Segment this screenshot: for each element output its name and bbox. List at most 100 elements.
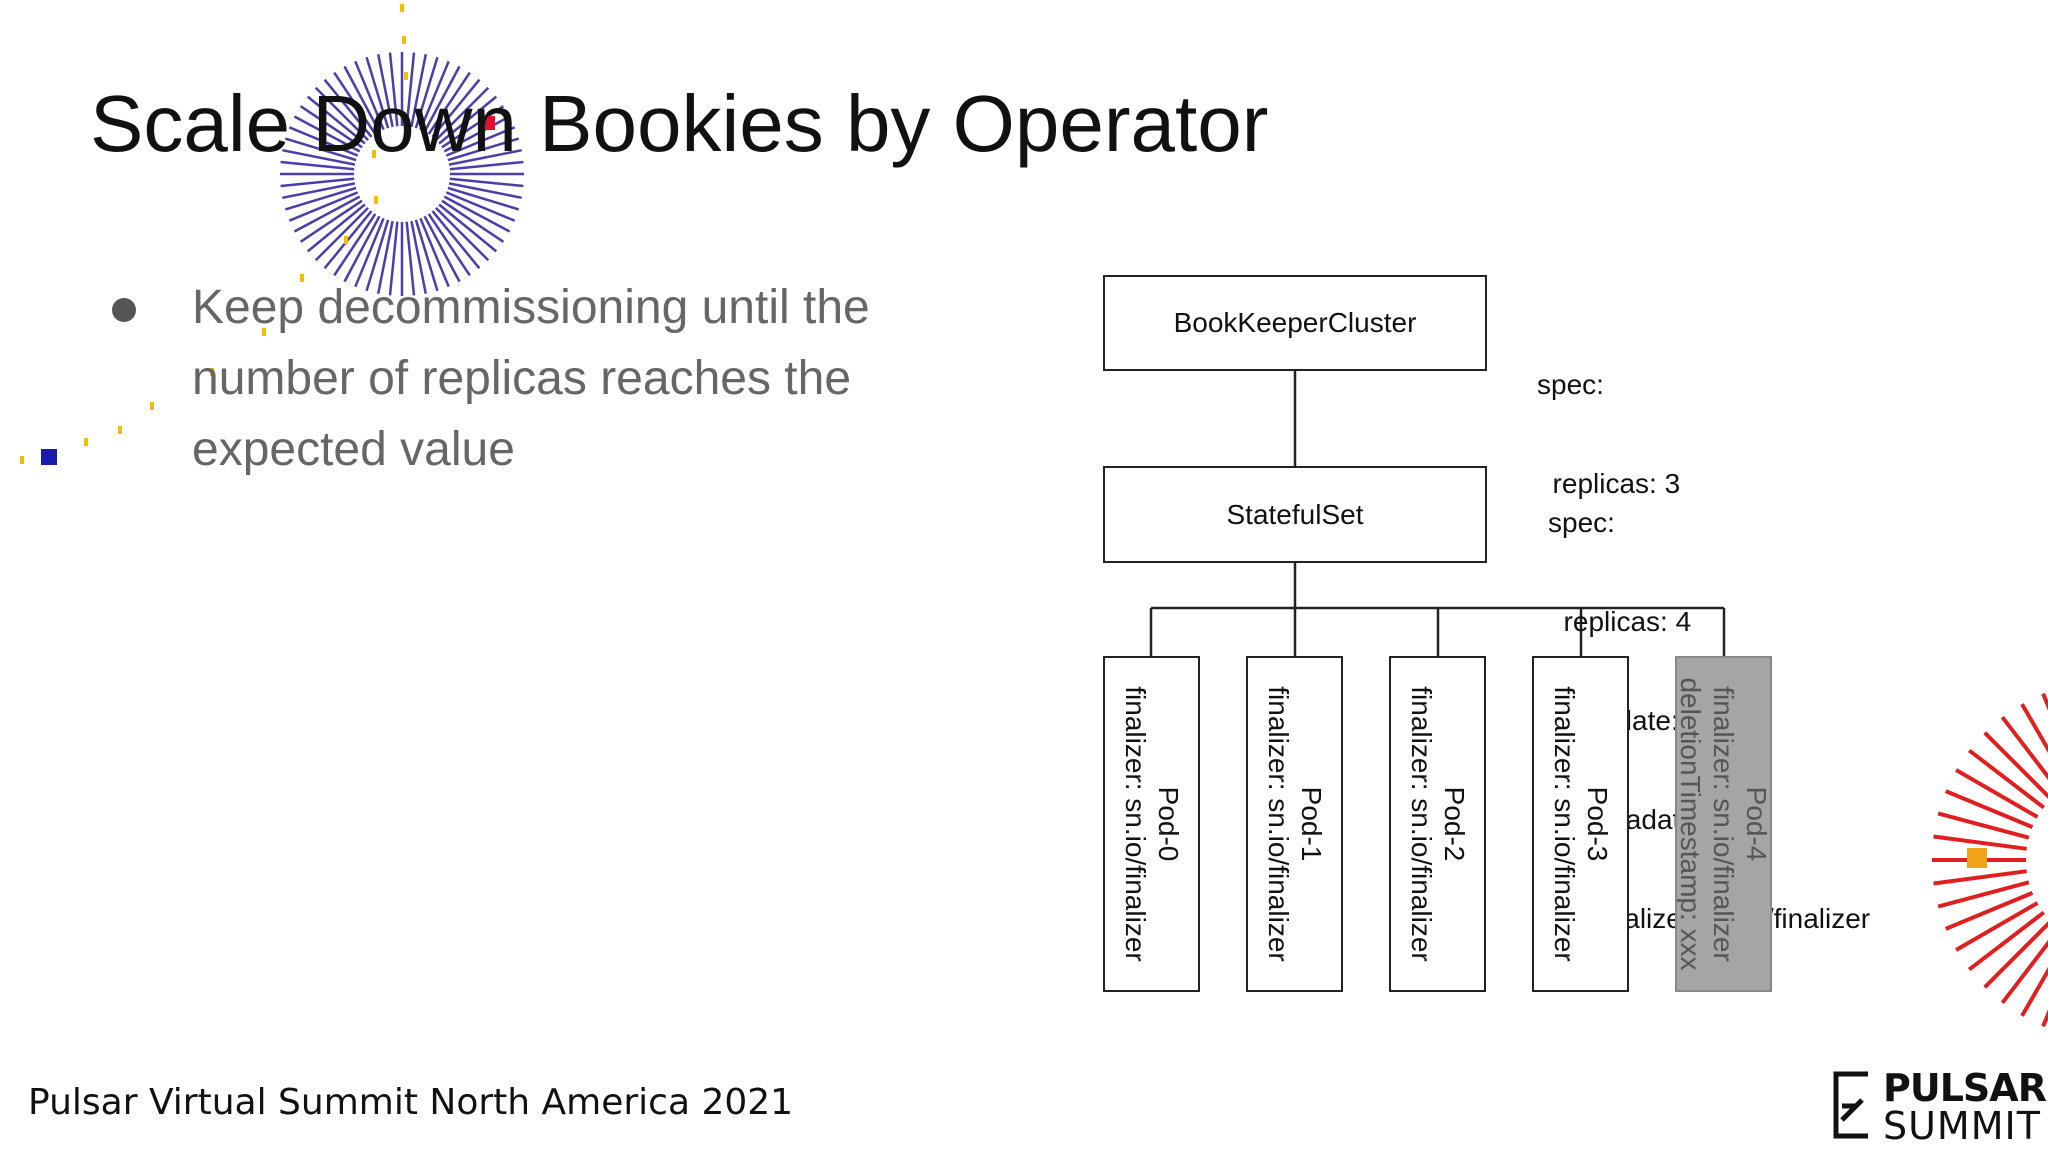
yellow-dot	[300, 274, 304, 282]
pod-name: Pod-3	[1581, 786, 1613, 862]
red-ray	[1937, 880, 2030, 909]
blue-ray	[376, 220, 394, 294]
red-ray	[1933, 834, 2027, 851]
blue-ray	[365, 219, 390, 292]
pod-name: Pod-4	[1741, 786, 1772, 862]
cluster-spec-line: replicas: 3	[1537, 468, 1681, 499]
blue-ray	[280, 177, 355, 188]
blue-ray	[388, 52, 399, 127]
blue-ray	[343, 215, 381, 283]
yellow-dot	[400, 110, 404, 118]
blue-ray	[333, 213, 377, 277]
blue-ray	[343, 65, 381, 133]
red-square-marker	[481, 116, 495, 130]
blue-ray	[405, 221, 416, 296]
blue-ray	[441, 199, 505, 243]
logo-text-pulsar: PULSAR	[1883, 1066, 2047, 1110]
blue-ray	[447, 186, 520, 211]
blue-ray	[354, 60, 385, 131]
pod-box: Pod-3 finalizer: sn.io/finalizer	[1532, 656, 1629, 992]
footer-text: Pulsar Virtual Summit North America 2021	[28, 1082, 794, 1123]
blue-ray-burst	[280, 52, 524, 296]
blue-ray	[443, 115, 511, 153]
statefulset-label: StatefulSet	[1226, 498, 1364, 530]
blue-ray	[449, 160, 524, 171]
blue-ray	[282, 182, 356, 200]
statefulset-spec-line: replicas: 4	[1548, 606, 1692, 637]
yellow-dot	[372, 150, 376, 158]
blue-ray	[282, 148, 356, 166]
blue-ray	[365, 56, 390, 129]
blue-ray	[333, 71, 377, 135]
blue-ray	[284, 137, 357, 162]
blue-ray	[414, 219, 439, 292]
blue-ray	[449, 177, 524, 188]
red-ray	[2020, 703, 2048, 754]
yellow-dot-trail	[20, 4, 408, 464]
blue-ray	[284, 186, 357, 211]
bookkeepercluster-label: BookKeeperCluster	[1173, 307, 1417, 338]
yellow-dot	[374, 196, 378, 204]
blue-ray	[405, 52, 416, 127]
blue-ray	[410, 54, 428, 128]
blue-ray	[431, 78, 481, 138]
blue-ray	[288, 191, 359, 222]
red-ray	[1944, 789, 2034, 829]
yellow-dot	[402, 36, 406, 44]
blue-ray	[354, 217, 385, 288]
blue-ray	[419, 217, 450, 288]
blue-ray	[306, 203, 366, 253]
pod-box: Pod-1 finalizer: sn.io/finalizer	[1246, 656, 1343, 992]
red-ray	[2000, 940, 2048, 1005]
blue-ray	[435, 86, 490, 141]
yellow-dot	[210, 368, 214, 376]
blue-ray	[323, 210, 373, 270]
blue-ray	[414, 56, 439, 129]
yellow-dot	[400, 4, 404, 12]
statefulset-spec-line: spec:	[1548, 507, 1615, 538]
slide-title: Scale Down Bookies by Operator	[90, 79, 1269, 168]
red-ray	[1967, 748, 2046, 810]
pod-deletion-timestamp: deletionTimestamp: xxx	[1675, 677, 1706, 971]
pod-finalizer: finalizer: sn.io/finalizer	[1119, 686, 1151, 962]
blue-ray	[423, 215, 461, 283]
pod-finalizer: finalizer: sn.io/finalizer	[1708, 686, 1739, 962]
red-ray	[1944, 891, 2034, 931]
red-ray	[1955, 901, 2039, 952]
red-ray	[1983, 731, 2048, 799]
cluster-spec: spec: replicas: 3	[1537, 302, 1680, 533]
blue-ray	[435, 207, 490, 262]
yellow-dot	[150, 402, 154, 410]
bullet-text: Keep decommissioning until the number of…	[192, 281, 870, 476]
red-ray	[1967, 910, 2046, 972]
pod-finalizer: finalizer: sn.io/finalizer	[1262, 686, 1294, 962]
pod-name: Pod-1	[1295, 786, 1327, 862]
orange-square-marker	[1967, 848, 1987, 868]
blue-ray	[441, 105, 505, 149]
red-ray	[1983, 921, 2048, 989]
blue-ray	[288, 126, 359, 157]
red-ray	[1933, 869, 2027, 886]
statefulset-box: StatefulSet	[1103, 466, 1487, 563]
blue-ray	[448, 182, 522, 200]
blue-ray	[280, 160, 355, 171]
yellow-dot	[344, 236, 348, 244]
pod-finalizer: finalizer: sn.io/finalizer	[1548, 686, 1580, 962]
pod-finalizer: finalizer: sn.io/finalizer	[1405, 686, 1437, 962]
blue-ray	[438, 203, 498, 253]
blue-ray	[427, 213, 471, 277]
yellow-dot	[118, 426, 122, 434]
yellow-dot	[404, 72, 408, 80]
pod-box: Pod-0 finalizer: sn.io/finalizer	[1103, 656, 1200, 992]
pulsar-summit-logo-icon	[1833, 1071, 1868, 1139]
blue-square-marker	[41, 449, 57, 465]
blue-ray	[376, 54, 394, 128]
bookkeepercluster-box: BookKeeperCluster	[1103, 275, 1487, 371]
blue-ray	[443, 195, 511, 233]
blue-ray	[423, 65, 461, 133]
blue-ray	[314, 207, 369, 262]
red-ray	[2000, 715, 2048, 780]
blue-ray	[431, 210, 481, 270]
yellow-dot	[262, 328, 266, 336]
